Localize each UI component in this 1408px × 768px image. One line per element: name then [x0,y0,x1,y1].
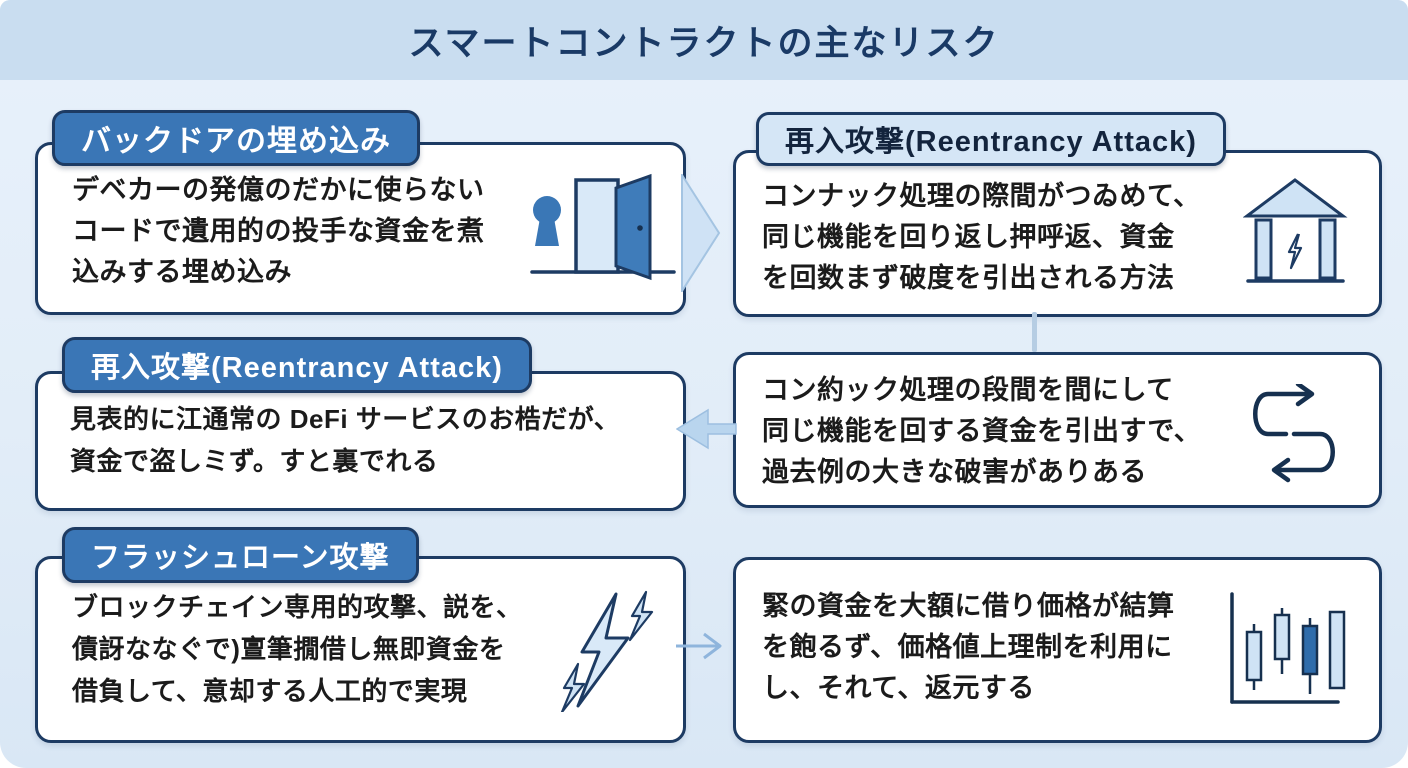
text-line: し、それて、返元する [762,673,1035,703]
text-line: 資金で盗しミず。すと裏でれる [70,446,439,476]
tab-reentrancy-right-label: 再入攻撃(Reentrancy Attack) [785,126,1197,158]
card-reentrancy-left [35,371,686,511]
card-reentrancy-right-text: コンナック処理の際間がつゐめて、 同じ機能を回り返し押呼返、資金 を回数まず破度… [762,176,1201,299]
tab-reentrancy-left-label: 再入攻撃(Reentrancy Attack) [91,352,503,384]
card-reentrancy-left-text: 見表的に江通常の DeFi サービスのお梏だが、 資金で盗しミず。すと裏でれる [70,398,620,482]
lightning-bolts-icon [560,590,654,712]
door-keyhole-icon [530,173,676,281]
arrow-left-chunky [676,408,737,450]
tab-backdoor: バックドアの埋め込み [52,110,420,166]
candlestick-chart-icon [1230,592,1346,704]
text-line: ブロックチェイン専用的攻撃、説を、 [72,592,523,622]
card-flashloan-detail-text: 緊の資金を大額に借り価格が結算 を飽るず、価格値上理制を利用に し、それて、返元… [762,586,1175,709]
card-loop-detail-text: コン約ック処理の段間を間にして 同じ機能を回する資金を引出すで、 過去例の大きな… [762,370,1201,493]
card-flashloan [35,556,686,743]
tab-reentrancy-right: 再入攻撃(Reentrancy Attack) [756,112,1226,166]
text-line: コンナック処理の際間がつゐめて、 [762,181,1201,211]
card-backdoor-text: デベカーの発億のだかに使らない コードで遺用的の投手な資金を煮 込みする埋め込み [72,170,485,293]
text-line: 債訝ななぐで)亶筆撊借し無即資金を [72,634,506,664]
tab-backdoor-label: バックドアの埋め込み [81,125,391,158]
header-band: スマートコントラクトの主なリスク [0,0,1408,80]
text-line: 同じ機能を回する資金を引出すで、 [762,416,1202,446]
text-line: コン約ック処理の段間を間にして [762,375,1174,405]
tab-flashloan-label: フラッシュローン攻撃 [91,542,390,574]
page-title: スマートコントラクトの主なリスク [408,23,1000,63]
connector-vertical-line [1032,312,1037,352]
text-line: 借負して、意却する人工的で実現 [72,676,468,706]
loop-arrows-icon [1253,384,1335,483]
text-line: デベカーの発億のだかに使らない [72,175,485,205]
arrow-right-thin [676,632,722,660]
text-line: 見表的に江通常の DeFi サービスのお梏だが、 [70,404,621,434]
bank-lightning-icon [1243,178,1348,283]
text-line: 緊の資金を大額に借り価格が結算 [762,591,1175,621]
text-line: を飽るず、価格値上理制を利用に [762,632,1173,662]
text-line: 込みする埋め込み [72,257,292,287]
tab-flashloan: フラッシュローン攻撃 [62,527,419,583]
text-line: コードで遺用的の投手な資金を煮 [72,216,485,246]
card-flashloan-text: ブロックチェイン専用的攻撃、説を、 債訝ななぐで)亶筆撊借し無即資金を 借負して… [72,586,523,712]
tab-reentrancy-left: 再入攻撃(Reentrancy Attack) [62,337,532,393]
card-loop-detail [733,352,1382,508]
arrow-right-triangle [681,174,721,292]
text-line: を回数まず破度を引出される方法 [762,263,1175,293]
text-line: 同じ機能を回り返し押呼返、資金 [762,222,1175,252]
text-line: 過去例の大きな破害がありある [762,457,1147,487]
